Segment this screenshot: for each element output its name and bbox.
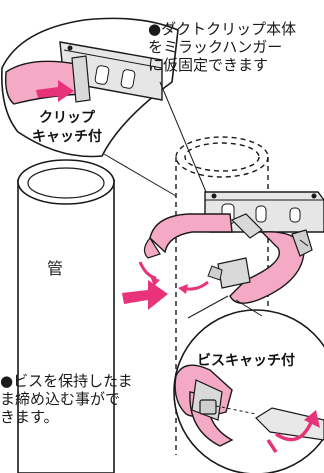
motion-arrows <box>138 261 209 294</box>
dashed-cylinder <box>175 136 269 455</box>
pipe-illustration <box>17 159 115 473</box>
center-duct-clip <box>143 213 313 304</box>
clip-catch-line-1: クリップ <box>39 110 95 126</box>
bottom-inset <box>173 295 324 473</box>
screw-catch-callout: ビスキャッチ付 <box>197 353 295 369</box>
top-note-line-2: をミラックハンガー <box>148 38 283 56</box>
bottom-note-line-1: ●ビスを保持したま <box>0 372 133 390</box>
top-note-line-3: に仮固定できます <box>148 56 269 74</box>
big-arrow <box>122 280 168 310</box>
clip-catch-callout: クリップ キャッチ付 <box>12 109 122 147</box>
bottom-note: ●ビスを保持したま ま締め込む事がで きます。 <box>0 372 133 426</box>
clip-catch-line-2: キャッチ付 <box>32 128 102 145</box>
top-note: ●ダクトクリップ本体 をミラックハンガー に仮固定できます <box>148 20 296 74</box>
bottom-note-line-2: ま締め込む事がで <box>0 390 121 408</box>
bottom-note-line-3: きます。 <box>0 408 59 426</box>
pipe-label: 管 <box>47 259 64 278</box>
top-note-line-1: ●ダクトクリップ本体 <box>148 20 297 38</box>
top-inset <box>1 17 207 197</box>
